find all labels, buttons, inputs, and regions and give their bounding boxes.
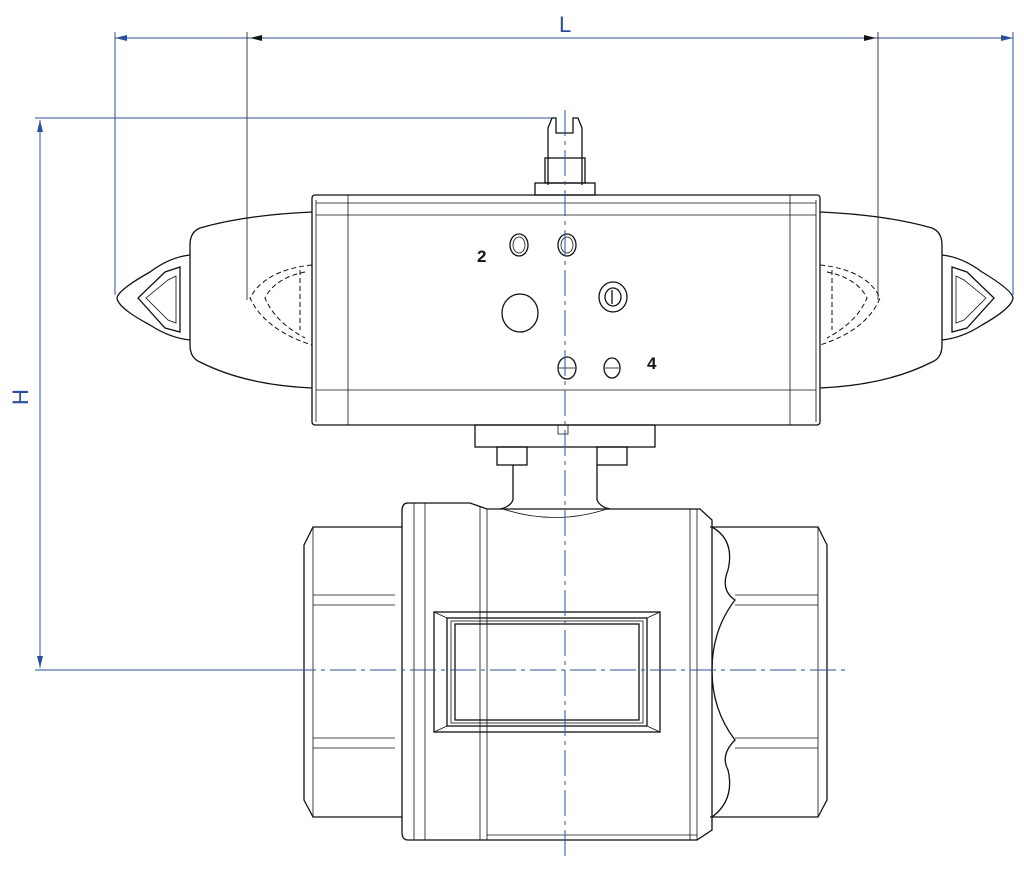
port-holes [501, 233, 628, 380]
port-label-4: 4 [647, 354, 657, 373]
port-label-2: 2 [477, 247, 486, 266]
dimension-l: L [114, 12, 1014, 300]
dimension-h-label: H [8, 389, 33, 405]
actuator: 2 4 [116, 117, 1014, 426]
dimension-l-label: L [559, 12, 571, 37]
dimension-h: H [8, 117, 555, 671]
